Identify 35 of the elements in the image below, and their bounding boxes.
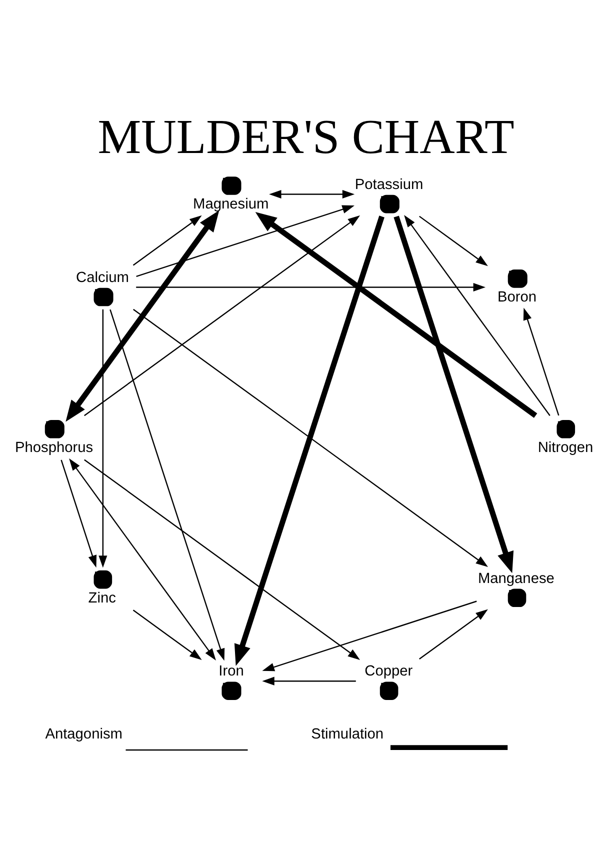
arrow: [394, 216, 514, 574]
arrow: [255, 212, 538, 418]
arrow: [136, 282, 486, 292]
legend-label: Stimulation: [311, 726, 384, 743]
arrow: [419, 609, 488, 660]
node-label: Copper: [364, 664, 413, 680]
arrow: [66, 210, 220, 422]
arrow: [269, 190, 355, 199]
arrow: [98, 309, 108, 568]
node-label: Potassium: [354, 176, 424, 193]
arrow: [84, 215, 360, 416]
arrow: [404, 214, 550, 416]
arrow: [419, 216, 488, 266]
diagram-title: MULDER'S CHART: [98, 110, 514, 164]
node-label: Phosphorus: [15, 440, 94, 456]
node-label: Calcium: [76, 270, 129, 286]
node-label: Iron: [218, 664, 244, 680]
node-label: Manganese: [478, 570, 554, 587]
arrow: [60, 460, 97, 568]
arrow: [84, 459, 360, 660]
arrow: [262, 600, 477, 672]
node-label: Magnesium: [193, 196, 269, 212]
arrow: [132, 215, 202, 266]
node-label: Boron: [497, 289, 537, 306]
arrow: [69, 458, 216, 661]
arrow: [523, 308, 560, 416]
node-label: Nitrogen: [538, 440, 594, 456]
arrow: [132, 610, 202, 660]
legend-label: Antagonism: [45, 726, 122, 743]
arrow: [133, 308, 488, 568]
arrow: [234, 216, 384, 666]
arrow: [136, 205, 354, 277]
arrow: [262, 676, 356, 686]
node-label: Zinc: [88, 590, 116, 606]
arrow: [110, 309, 225, 661]
